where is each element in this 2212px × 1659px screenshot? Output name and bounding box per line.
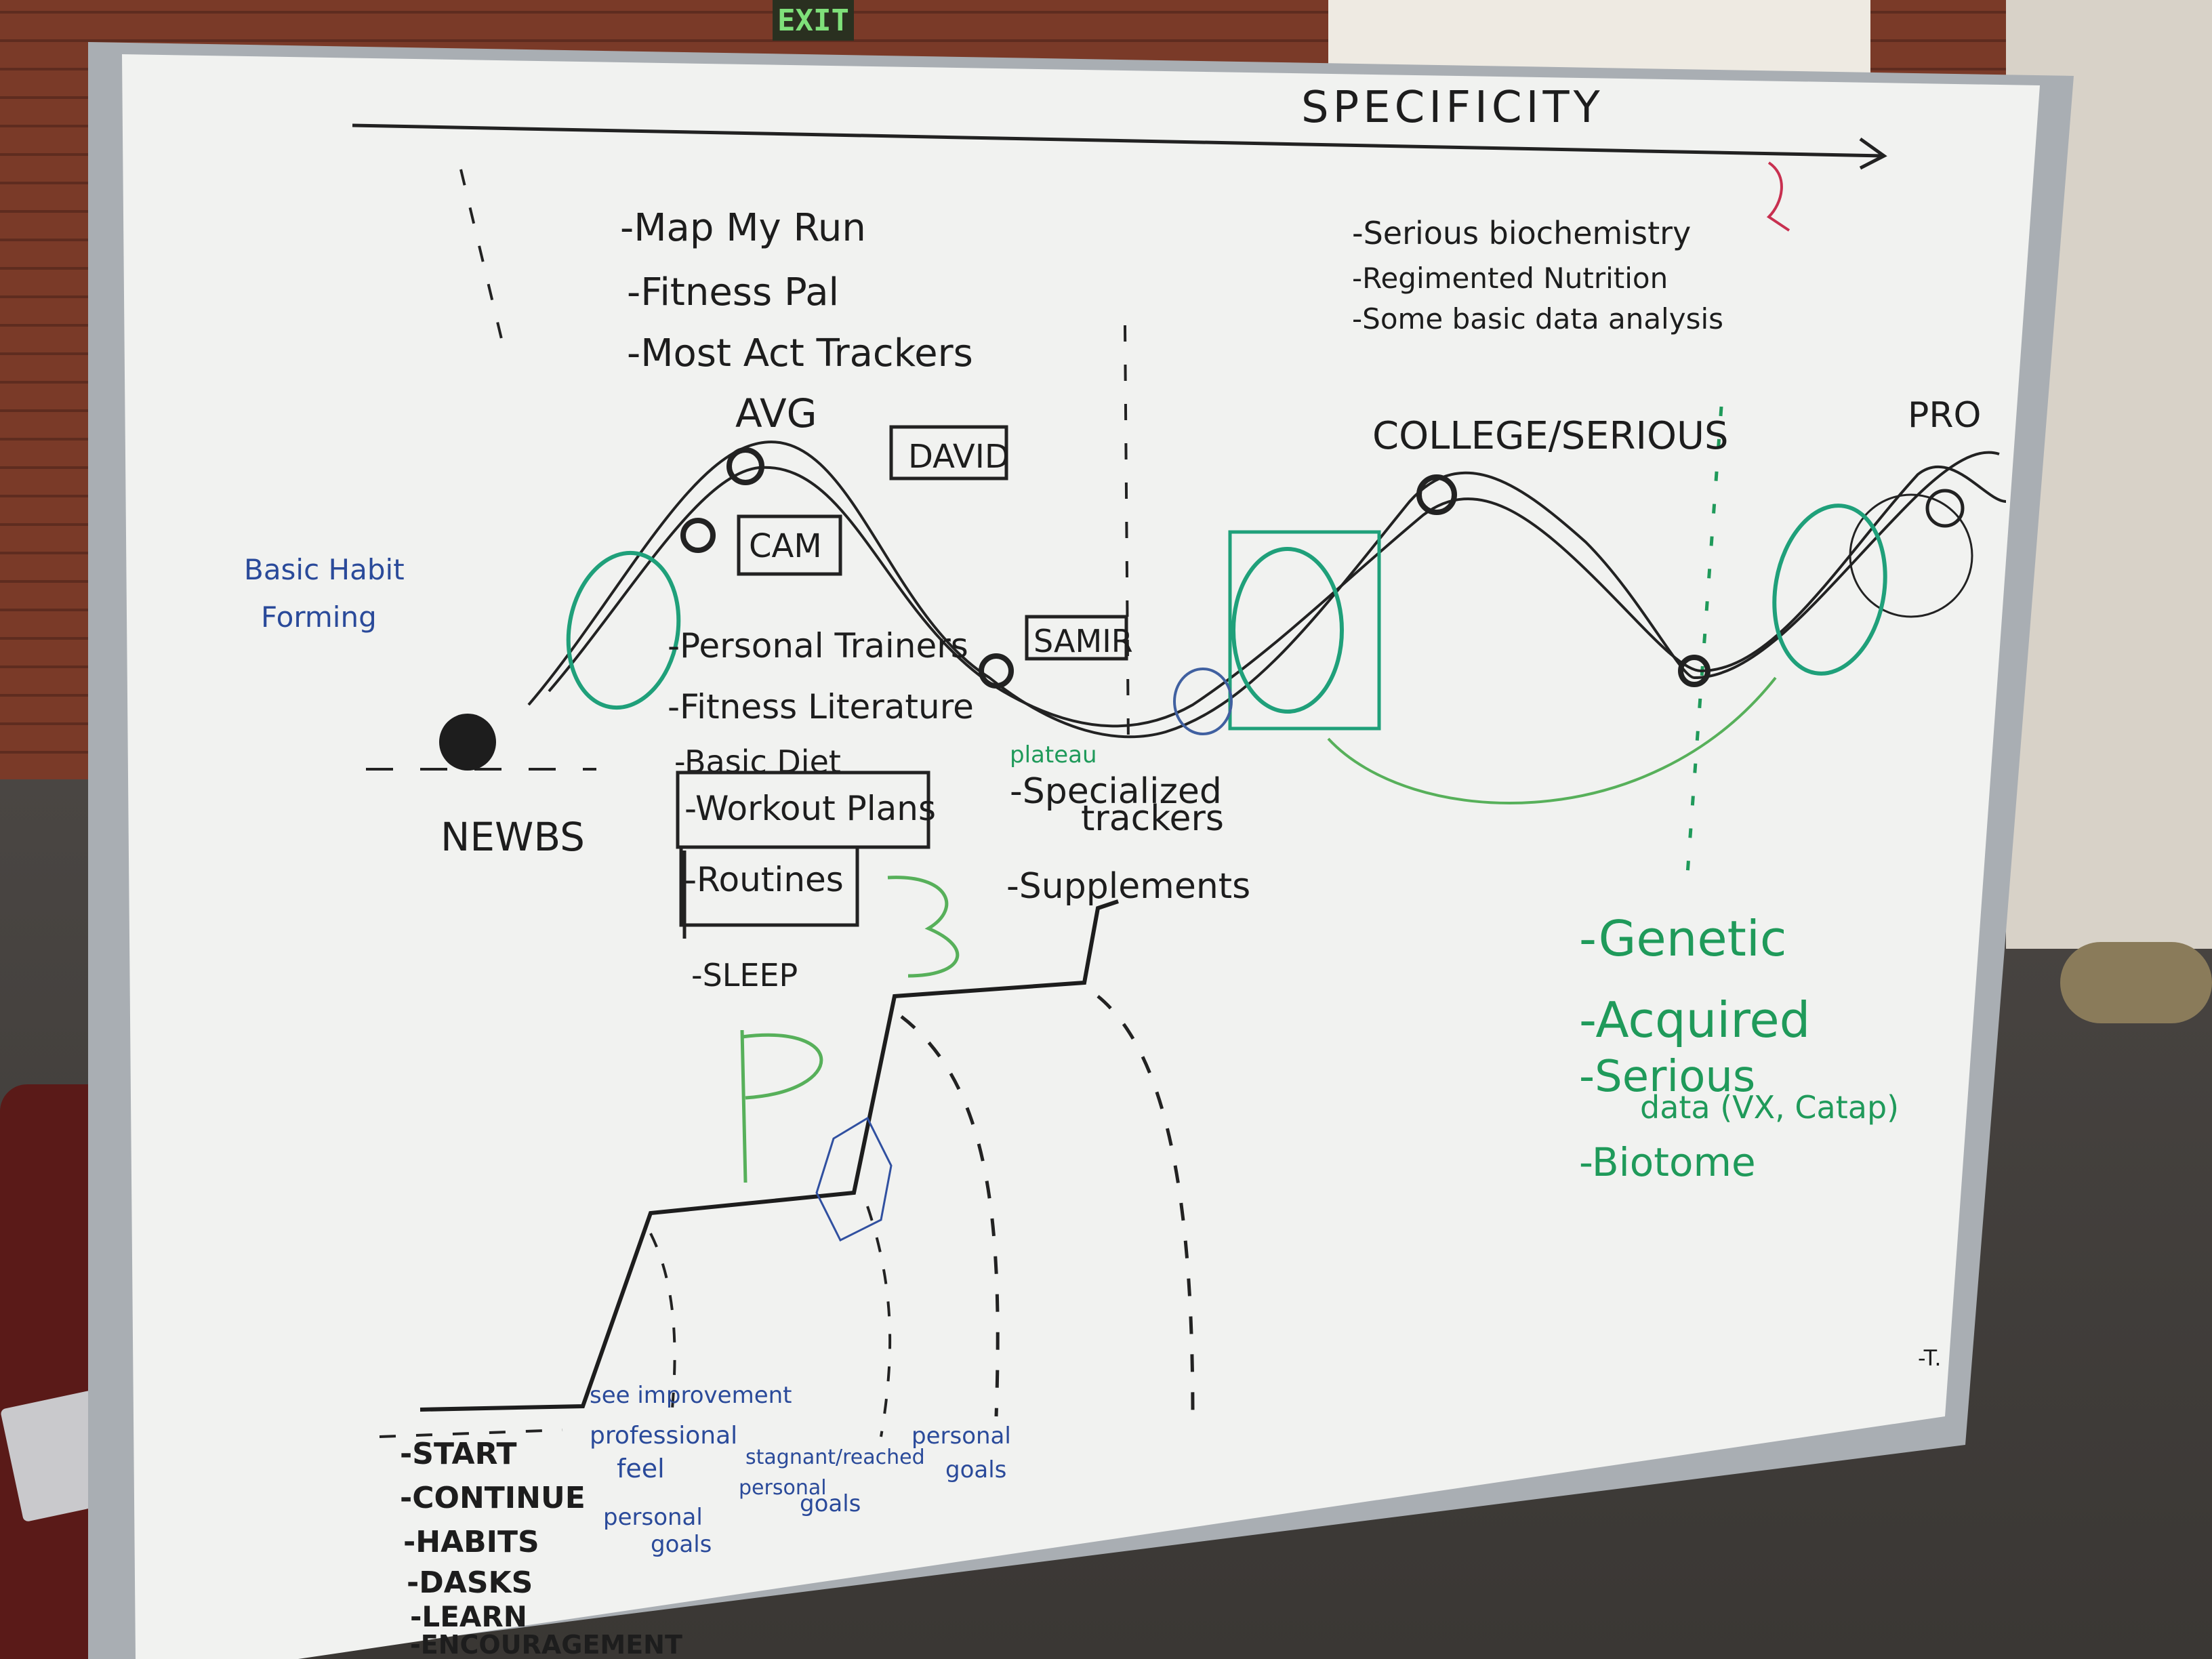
cam-label: CAM: [749, 527, 822, 565]
curve-main: [527, 441, 2000, 739]
avg-marker: [726, 447, 764, 485]
divider-2: [1124, 325, 1130, 746]
curve-second: [548, 465, 2007, 728]
habit-ellipse: [566, 550, 681, 710]
pro-tool-3: -Serious: [1579, 1052, 1755, 1102]
pro-outline: [1849, 493, 1973, 618]
pro-tool-5: -Biotome: [1579, 1139, 1756, 1185]
college-box: [1228, 530, 1381, 731]
specificity-axis: [352, 123, 1885, 158]
stair-dash-4: [1097, 995, 1195, 1417]
avg-tool-1: -Map My Run: [620, 206, 866, 250]
blue-oval: [1173, 668, 1233, 735]
step1-note-3: feel: [617, 1454, 665, 1483]
stair-label-6: -ENCOURAGEMENT: [410, 1630, 682, 1659]
exit-sign: EXIT: [773, 0, 854, 41]
green-p-mark: [740, 1029, 823, 1183]
pro-tool-1: -Genetic: [1579, 910, 1786, 967]
stool: [2060, 942, 2212, 1023]
step2-note-1: stagnant/reached: [745, 1446, 925, 1469]
pro-ellipse: [1772, 504, 1887, 676]
college-ellipse: [1231, 547, 1344, 714]
newb-tool-1: -Personal Trainers: [668, 626, 968, 665]
plateau-tool-3: -Supplements: [1006, 866, 1250, 907]
college-marker: [1416, 474, 1457, 515]
newbs-label: NEWBS: [441, 814, 585, 860]
axis-label: SPECIFICITY: [1301, 83, 1604, 133]
serious-tool-3: -Some basic data analysis: [1352, 302, 1723, 335]
david-box: [889, 425, 1008, 480]
newb-tool-4: -Workout Plans: [684, 789, 936, 828]
samir-label: SAMIR: [1033, 623, 1133, 659]
pro-tool-4: data (VX, Catap): [1640, 1089, 1899, 1126]
step1-note-2: professional: [590, 1422, 737, 1450]
avg-label: AVG: [735, 390, 817, 436]
corner-mark: -T.: [1918, 1345, 1942, 1371]
stair-label-2: -CONTINUE: [400, 1481, 586, 1515]
green-arc: [1327, 676, 1777, 805]
step2-note-2: personal: [739, 1476, 827, 1500]
step1-note-5: goals: [651, 1531, 712, 1558]
divider-1: [459, 169, 503, 340]
stair-label-5: -LEARN: [410, 1600, 527, 1633]
habit-label-2: Forming: [261, 600, 377, 634]
newb-tool-5: -Routines: [684, 860, 844, 899]
serious-dip-marker: [1678, 655, 1711, 687]
stair-dash-1: [649, 1233, 676, 1424]
stair-label-1: -START: [400, 1437, 517, 1471]
serious-tool-2: -Regimented Nutrition: [1352, 262, 1668, 295]
step1-note-1: see improvement: [590, 1382, 792, 1409]
newb-tool-2: -Fitness Literature: [668, 687, 974, 726]
habit-label-1: Basic Habit: [244, 553, 405, 586]
plateau-tool-2: trackers: [1081, 798, 1224, 839]
newbs-marker: [439, 714, 496, 771]
stair-dash-3: [900, 1015, 1000, 1417]
step2-note-3: goals: [800, 1490, 861, 1517]
stair-dash-2: [866, 1206, 892, 1437]
axis-arrowhead-icon: [1859, 137, 1887, 170]
cam-marker: [680, 518, 716, 553]
whiteboard-surface: [122, 54, 2040, 1659]
step3-note-2: goals: [945, 1456, 1006, 1483]
step1-note-4: personal: [603, 1504, 703, 1531]
avg-tool-2: -Fitness Pal: [627, 270, 839, 314]
serious-tool-1: -Serious biochemistry: [1352, 215, 1691, 251]
step3-note-1: personal: [912, 1422, 1011, 1450]
pro-tool-2: -Acquired: [1579, 991, 1810, 1048]
avg-tool-3: -Most Act Trackers: [627, 331, 973, 375]
newb-tool-3: -Basic Diet: [674, 743, 841, 780]
red-bracket: [1766, 161, 1790, 232]
staircase: [419, 899, 1119, 1412]
samir-marker: [979, 653, 1014, 689]
stair-label-3: -HABITS: [403, 1525, 539, 1559]
david-label: DAVID: [908, 438, 1010, 476]
college-label: COLLEGE/SERIOUS: [1372, 414, 1729, 458]
newb-tool-6: -SLEEP: [691, 957, 798, 994]
plateau-tool-1: -Specialized: [1010, 771, 1222, 812]
samir-box: [1025, 615, 1128, 661]
stair-base-dash: [379, 1429, 563, 1438]
divider-3: [1685, 406, 1723, 875]
green-b-mark: [887, 876, 960, 978]
pro-label: PRO: [1908, 395, 1981, 436]
pro-marker: [1925, 489, 1965, 528]
blue-hexagon: [815, 1116, 893, 1242]
routines-box: [679, 845, 859, 927]
plateau-label: plateau: [1010, 741, 1097, 769]
stair-label-4: -DASKS: [407, 1565, 533, 1600]
cam-box: [737, 514, 842, 576]
